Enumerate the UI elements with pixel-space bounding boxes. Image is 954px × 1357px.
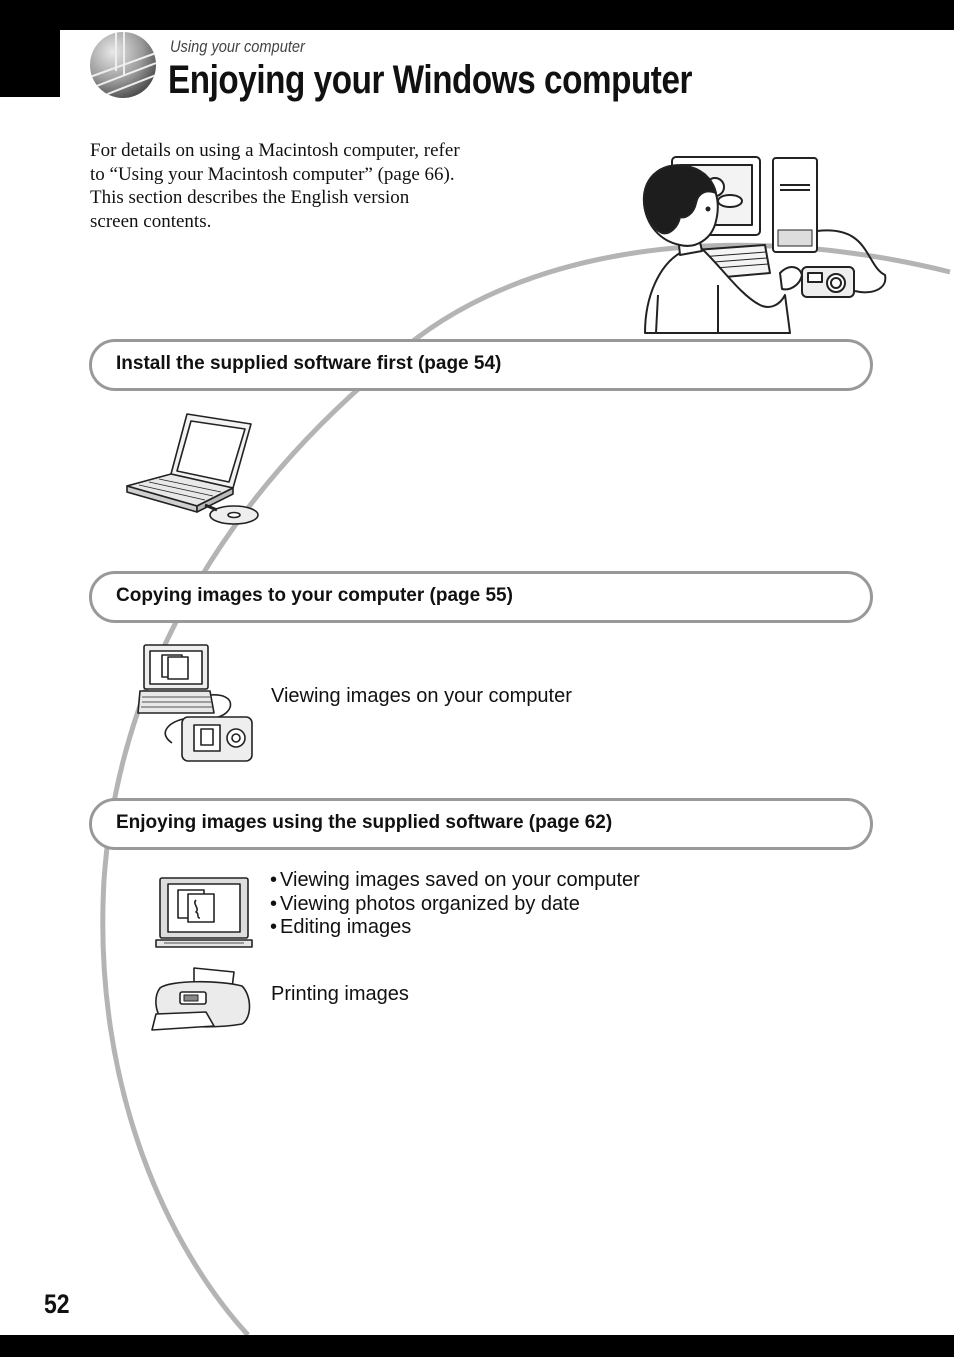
section-sphere-icon (90, 32, 156, 98)
laptop-camera-icon (137, 644, 253, 762)
intro-paragraph-macintosh: For details on using a Macintosh compute… (90, 140, 460, 185)
top-black-bar (0, 0, 954, 30)
step-title-install-software: Install the supplied software first (pag… (116, 353, 502, 374)
step-title-enjoying-images: Enjoying images using the supplied softw… (116, 812, 613, 833)
list-item: Viewing images saved on your computer (270, 869, 640, 893)
list-item: Editing images (270, 916, 640, 940)
intro-text: For details on using a Macintosh compute… (90, 139, 460, 233)
step-title-copying-images: Copying images to your computer (page 55… (116, 585, 513, 606)
printer-icon (151, 967, 251, 1031)
software-features-list: Viewing images saved on your computer Vi… (270, 869, 640, 940)
step-box-enjoying-images[interactable]: Enjoying images using the supplied softw… (89, 798, 873, 850)
intro-paragraph-english: This section describes the English versi… (90, 187, 410, 232)
section-label: Using your computer (170, 37, 305, 56)
step-box-copying-images[interactable]: Copying images to your computer (page 55… (89, 571, 873, 623)
side-black-tab (0, 30, 60, 97)
laptop-cd-icon (126, 413, 259, 525)
printing-images-text: Printing images (271, 983, 409, 1005)
step-box-install-software[interactable]: Install the supplied software first (pag… (89, 339, 873, 391)
monitor-icon (155, 877, 253, 948)
person-computer-camera-illustration (642, 156, 887, 334)
bottom-black-bar (0, 1335, 954, 1357)
page-number: 52 (44, 1289, 70, 1319)
list-item: Viewing photos organized by date (270, 893, 640, 917)
viewing-images-text: Viewing images on your computer (271, 685, 572, 707)
page-title: Enjoying your Windows computer (168, 58, 693, 102)
